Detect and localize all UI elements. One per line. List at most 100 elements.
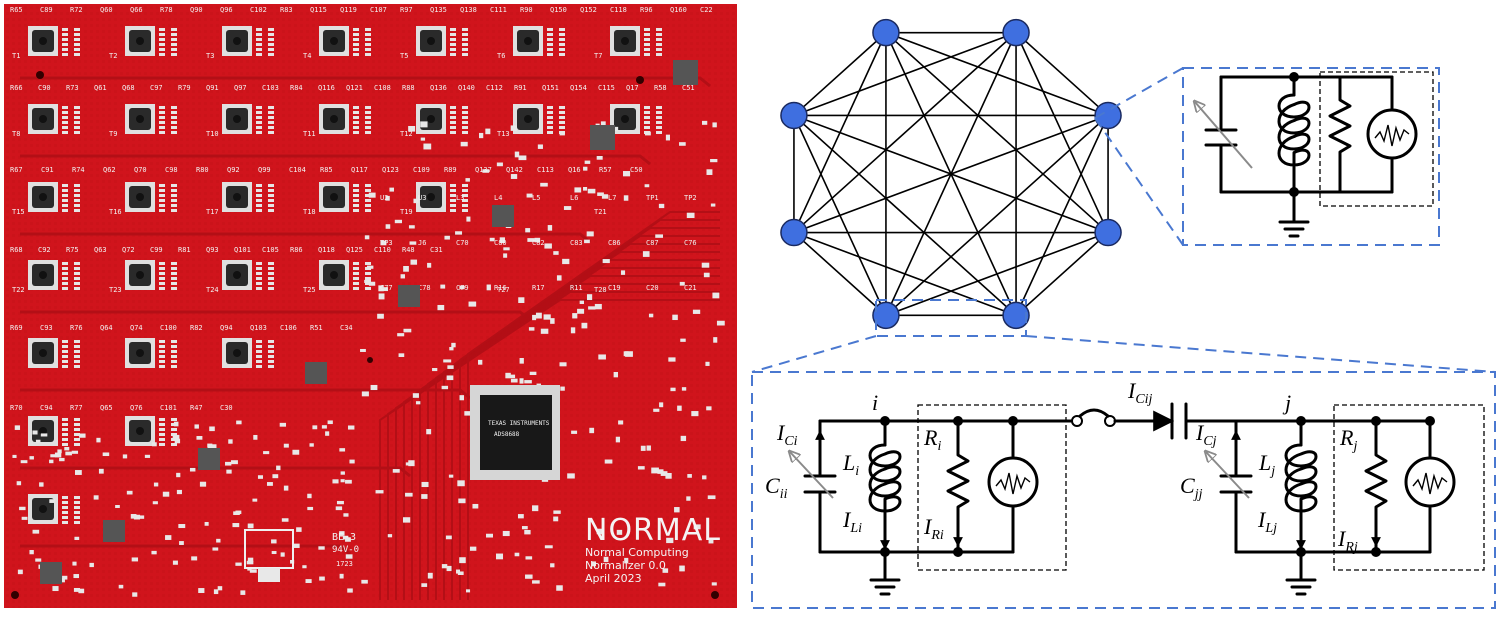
pcb-pad [249, 569, 257, 573]
pcb-pad [151, 442, 157, 447]
pcb-pad [213, 589, 219, 595]
pcb-silk-label: U3 [418, 194, 426, 202]
pcb-pad [459, 557, 466, 564]
capacitor-ii [803, 474, 837, 494]
pcb-pad [361, 391, 369, 397]
pcb-pad [54, 452, 62, 458]
pcb-pad [559, 131, 565, 136]
ground-icon-i [869, 550, 901, 596]
pcb-pad [173, 421, 179, 427]
pcb-pad [179, 541, 184, 545]
pcb-pad [686, 212, 695, 219]
pcb-silk-label: T15 [12, 208, 25, 216]
pcb-silk-label: T1 [12, 52, 20, 60]
pcb-pad [444, 235, 450, 240]
pcb-silk-label: Q135 [430, 6, 447, 14]
pcb-pad [389, 187, 395, 192]
pcb-pad [225, 461, 232, 466]
pcb-pad [35, 558, 42, 562]
pcb-pad [601, 194, 609, 199]
pcb-pad [553, 516, 559, 522]
ground-icon-j [1285, 550, 1317, 596]
pcb-pad [623, 195, 629, 201]
pcb-silk-label: R67 [10, 166, 23, 174]
network-node [780, 218, 808, 247]
network-edge [793, 231, 1017, 317]
pcb-transistor [125, 338, 177, 368]
pcb-pad [446, 375, 454, 381]
pcb-pad [459, 395, 465, 401]
pcb-silk-label: R91 [514, 84, 527, 92]
pcb-silk-label: Q137 [475, 166, 492, 174]
pcb-pad [307, 493, 312, 499]
network-edge [793, 31, 1017, 117]
pcb-silk-label: L3 [456, 194, 464, 202]
pcb-pad [420, 137, 426, 141]
pcb-pad [370, 384, 378, 391]
pcb-silk-label: R86 [290, 246, 303, 254]
pcb-pad [532, 314, 537, 321]
pcb-pad [486, 533, 493, 538]
pcb-pad [153, 482, 159, 487]
pcb-trace [20, 154, 651, 166]
pcb-pad [427, 572, 433, 579]
pcb-pad [440, 284, 446, 289]
pcb-pad [174, 438, 181, 444]
pcb-pad [72, 561, 77, 566]
noise-source-i-icon [987, 456, 1039, 508]
pcb-pad [469, 546, 477, 551]
pcb-silk-label: Q61 [94, 84, 107, 92]
pcb-pad [679, 142, 686, 146]
pcb-mount-holes [11, 71, 719, 599]
pcb-transistor [222, 104, 274, 134]
pcb-silk-label: Q116 [318, 84, 335, 92]
pcb-silk-label: C86 [608, 239, 621, 247]
pcb-pad [686, 496, 691, 501]
pcb-pad [648, 313, 654, 318]
pcb-pad [443, 359, 452, 363]
node-circuit-detail [1195, 71, 1434, 238]
pcb-pad [574, 187, 582, 193]
pcb-pad [64, 446, 70, 451]
coupled-circuit-detail: i j ICi Cii Li ILi Ri IRi ICij ICj Cjj L… [765, 378, 1485, 596]
pcb-pad [49, 459, 54, 464]
pcb-pad [535, 312, 542, 319]
pcb-pad [118, 584, 124, 589]
pcb-pad [646, 445, 651, 451]
pcb-pad [19, 506, 26, 511]
pcb-silk-label: T21 [594, 208, 607, 216]
pcb-silk-label: C34 [340, 324, 353, 332]
pcb-silk-label: T2 [109, 52, 117, 60]
pcb-transistor [610, 104, 662, 134]
pcb-silk-label: C110 [374, 246, 391, 254]
pcb-pad [378, 285, 384, 292]
pcb-pad [460, 141, 468, 147]
pcb-silk-label: R90 [520, 6, 533, 14]
pcb-transistor [513, 104, 565, 134]
pcb-silk-label: T27 [497, 286, 510, 294]
pcb-transistor [222, 260, 274, 290]
main-ic-chip: TEXAS INSTRUMENTS ADS8688 [470, 385, 560, 480]
pcb-silk-label: C89 [40, 6, 53, 14]
pcb-silk-label: R58 [654, 84, 667, 92]
pcb-pad [420, 121, 428, 128]
pcb-brand-logo: NORMAL [585, 513, 721, 548]
pcb-silk-label: C102 [250, 6, 267, 14]
pcb-pad [544, 545, 553, 549]
pcb-transistor [222, 182, 274, 212]
label-I-Cij: ICij [1127, 378, 1153, 407]
pcb-pad [49, 499, 55, 503]
pcb-connector [244, 529, 294, 582]
node-bath-dashed-box [1319, 71, 1434, 207]
pcb-pad [466, 216, 471, 222]
pcb-pad [74, 470, 82, 475]
chip-line-1: TEXAS INSTRUMENTS [488, 420, 550, 427]
pcb-pad [518, 155, 527, 161]
network-edge [793, 32, 1017, 234]
pcb-pad [482, 169, 490, 173]
pcb-pad [586, 231, 594, 237]
pcb-silk-label: T11 [303, 130, 316, 138]
pcb-pad [713, 337, 718, 343]
pcb-silk-label: Q99 [258, 166, 271, 174]
pcb-transistor [416, 182, 468, 212]
